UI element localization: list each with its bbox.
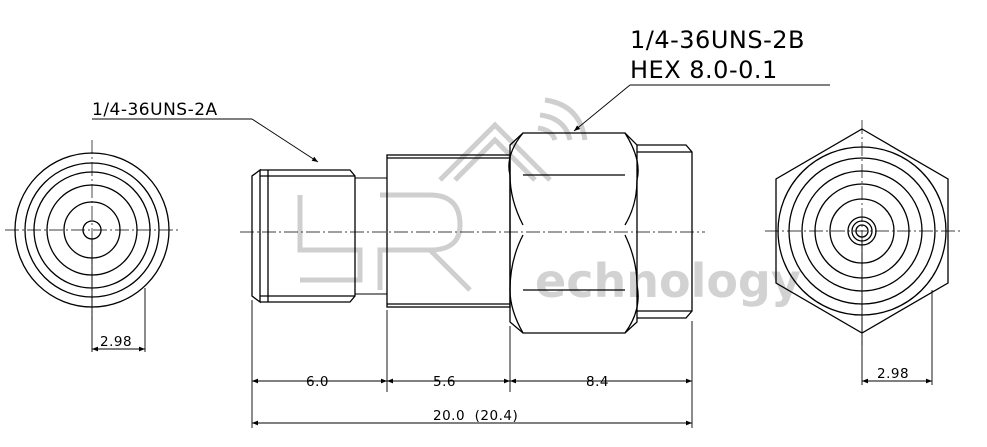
left-pin-dimension: 2.98 bbox=[100, 334, 132, 350]
dim-seg2: 5.6 bbox=[433, 374, 456, 390]
left-thread-callout: 1/4-36UNS-2A bbox=[92, 100, 319, 163]
watermark-logo: echnology bbox=[297, 97, 801, 308]
watermark-text: echnology bbox=[535, 254, 801, 308]
right-thread-callout: 1/4-36UNS-2B HEX 8.0-0.1 bbox=[573, 26, 830, 132]
dim-seg3: 8.4 bbox=[586, 374, 609, 390]
right-thread-label: 1/4-36UNS-2B bbox=[630, 26, 805, 54]
left-thread-label: 1/4-36UNS-2A bbox=[92, 100, 218, 120]
right-end-view: 2.98 bbox=[765, 120, 960, 385]
right-pin-dimension: 2.98 bbox=[877, 366, 909, 382]
length-dimensions: 6.0 5.6 8.4 20.0 (20.4) bbox=[251, 300, 693, 428]
dim-seg1: 6.0 bbox=[306, 374, 329, 390]
hex-label: HEX 8.0-0.1 bbox=[630, 56, 778, 84]
left-end-view: 2.98 bbox=[5, 140, 180, 352]
side-view bbox=[240, 132, 705, 334]
dim-total: 20.0 (20.4) bbox=[433, 408, 518, 424]
